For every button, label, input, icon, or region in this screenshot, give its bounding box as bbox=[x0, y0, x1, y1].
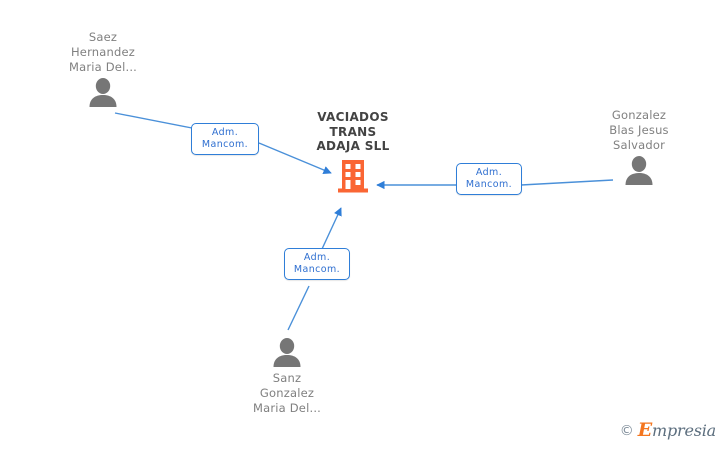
building-icon bbox=[338, 159, 368, 192]
company-node[interactable]: VACIADOS TRANS ADAJA SLL bbox=[273, 110, 433, 194]
person-name-gonzalez: Gonzalez Blas Jesus Salvador bbox=[609, 108, 669, 152]
person-icon bbox=[625, 156, 653, 185]
empresia-watermark: © Empresia bbox=[620, 421, 716, 440]
edge-label-to-company-left bbox=[258, 142, 332, 174]
person-node-gonzalez[interactable]: Gonzalez Blas Jesus Salvador bbox=[564, 108, 714, 185]
company-name: VACIADOS TRANS ADAJA SLL bbox=[316, 110, 390, 153]
person-node-saez[interactable]: Saez Hernandez Maria Del... bbox=[28, 30, 178, 107]
brand-initial: E bbox=[637, 419, 653, 441]
relation-label-gonzalez[interactable]: Adm. Mancom. bbox=[456, 163, 522, 195]
edge-label-to-company-bottom bbox=[321, 207, 342, 250]
brand-rest: mpresia bbox=[652, 421, 716, 440]
person-node-sanz[interactable]: Sanz Gonzalez Maria Del... bbox=[212, 335, 362, 416]
edge-sanz-to-label bbox=[287, 285, 310, 331]
copyright-icon: © bbox=[619, 422, 634, 439]
person-name-sanz: Sanz Gonzalez Maria Del... bbox=[252, 371, 322, 415]
relation-label-saez[interactable]: Adm. Mancom. bbox=[191, 123, 259, 155]
edge-saez-to-label bbox=[114, 112, 193, 129]
relation-label-sanz[interactable]: Adm. Mancom. bbox=[284, 248, 350, 280]
edge-gonzalez-to-label bbox=[520, 179, 614, 186]
person-icon bbox=[89, 78, 117, 107]
person-name-saez: Saez Hernandez Maria Del... bbox=[68, 30, 138, 74]
person-icon bbox=[273, 338, 301, 367]
brand-logo: Empresia bbox=[638, 421, 716, 440]
